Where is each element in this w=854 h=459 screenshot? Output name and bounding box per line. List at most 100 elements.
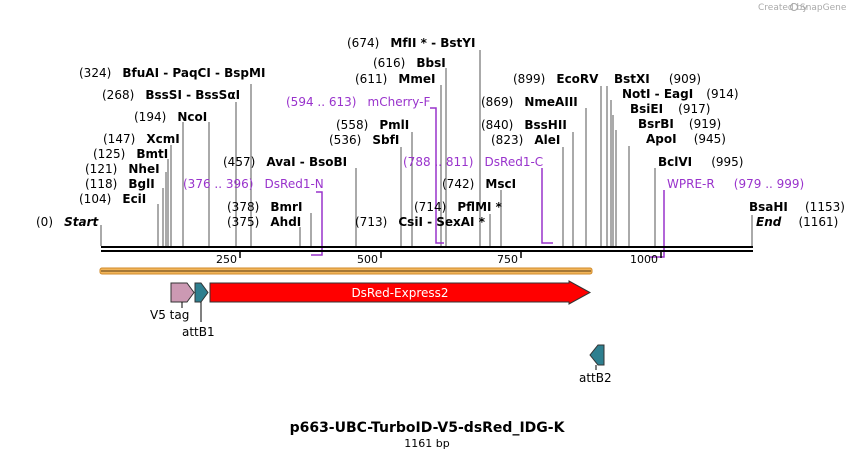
enzyme-name: MmeI: [398, 72, 435, 86]
enzyme-label[interactable]: (536) SbfI: [329, 129, 399, 148]
enzyme-pos: (118): [85, 177, 117, 191]
enzyme-label[interactable]: BsaHI (1153): [749, 196, 845, 215]
enzyme-label[interactable]: (674) MfII * - BstYI: [347, 32, 475, 51]
primer-range: (788 .. 811): [403, 155, 473, 169]
enzyme-pos: (121): [85, 162, 117, 176]
enzyme-label[interactable]: (611) MmeI: [355, 68, 435, 87]
enzyme-label[interactable]: BsrBI (919): [638, 113, 721, 132]
enzyme-label[interactable]: (457) AvaI - BsoBI: [223, 151, 347, 170]
enzyme-name: NheI: [128, 162, 159, 176]
enzyme-label[interactable]: (616) BbsI: [373, 52, 446, 71]
enzyme-pos: (616): [373, 56, 405, 70]
enzyme-pos: (1161): [798, 215, 838, 229]
enzyme-pos: (742): [442, 177, 474, 191]
snapgene-logo-icon: [790, 3, 798, 11]
enzyme-label[interactable]: (840) BssHII: [481, 114, 567, 133]
enzyme-label[interactable]: (268) BssSI - BssSαI: [102, 84, 240, 103]
enzyme-label[interactable]: (118) BglI: [85, 173, 155, 192]
enzyme-pos: (914): [706, 87, 738, 101]
enzyme-name: MscI: [485, 177, 516, 191]
ruler-tick-label: 250: [216, 253, 237, 266]
enzyme-label[interactable]: (869) NmeAIII: [481, 91, 578, 110]
enzyme-pos: (125): [93, 147, 125, 161]
attb1-arrow[interactable]: [194, 282, 209, 303]
ruler: 250 500 750 1000: [216, 251, 662, 266]
ruler-tick-label: 1000: [630, 253, 658, 266]
enzyme-label[interactable]: BclVI (995): [658, 151, 744, 170]
enzyme-name: BglI: [128, 177, 154, 191]
map-subtitle: 1161 bp: [404, 437, 449, 450]
primer-labels: (376 .. 396) DsRed1-N (594 .. 613) mCher…: [183, 91, 804, 192]
enzyme-name: XcmI: [146, 132, 179, 146]
primer-label[interactable]: (376 .. 396) DsRed1-N: [183, 173, 324, 192]
enzyme-label[interactable]: (714) PflMI *: [414, 196, 503, 215]
attb2-arrow[interactable]: [589, 344, 605, 366]
enzyme-pos: (147): [103, 132, 135, 146]
enzyme-name: PmlI: [379, 118, 409, 132]
enzyme-name: BmrI: [270, 200, 302, 214]
enzyme-label[interactable]: (378) BmrI: [227, 196, 302, 215]
enzyme-name: BfuAI - PaqCI - BspMI: [122, 66, 265, 80]
enzyme-pos: (536): [329, 133, 361, 147]
enzyme-name: BsiEI: [630, 102, 663, 116]
enzyme-label[interactable]: (375) AhdI: [227, 211, 301, 230]
enzyme-name: NmeAIII: [524, 95, 577, 109]
enzyme-pos: (995): [711, 155, 743, 169]
enzyme-name: ApoI: [646, 132, 677, 146]
enzyme-label[interactable]: (899) EcoRV: [513, 68, 599, 87]
credit-brand: SnapGene: [800, 3, 847, 13]
primer-label[interactable]: (594 .. 613) mCherry-F: [286, 91, 430, 110]
enzyme-pos: (324): [79, 66, 111, 80]
enzyme-label[interactable]: (558) PmlI: [336, 114, 409, 133]
enzyme-label[interactable]: NotI - EagI (914): [622, 83, 739, 102]
enzyme-name: PflMI *: [457, 200, 502, 214]
enzyme-pos: (899): [513, 72, 545, 86]
enzyme-name: BsaHI: [749, 200, 788, 214]
enzyme-label[interactable]: (823) AleI: [491, 129, 560, 148]
enzyme-label[interactable]: (194) NcoI: [134, 106, 207, 125]
enzyme-label[interactable]: (742) MscI: [442, 173, 516, 192]
primer-range: (376 .. 396): [183, 177, 253, 191]
primer-label[interactable]: WPRE-R (979 .. 999): [667, 173, 804, 192]
enzyme-label[interactable]: (104) EciI: [79, 188, 146, 207]
primer-name: DsRed1-N: [265, 177, 324, 191]
attb1-label: attB1: [182, 325, 215, 339]
enzyme-name: BssSI - BssSαI: [145, 88, 240, 102]
enzyme-pos: (919): [689, 117, 721, 131]
ruler-tick-label: 500: [357, 253, 378, 266]
enzyme-name: AhdI: [270, 215, 301, 229]
dsred-express2-arrow[interactable]: [209, 280, 592, 305]
enzyme-label[interactable]: (713) CsiI - SexAI *: [355, 211, 486, 230]
dsred-express2-label: DsRed-Express2: [351, 286, 448, 300]
enzyme-name: CsiI - SexAI *: [398, 215, 485, 229]
enzyme-pos: (945): [694, 132, 726, 146]
enzyme-name: EcoRV: [556, 72, 599, 86]
enzyme-pos: (714): [414, 200, 446, 214]
enzyme-name: AvaI - BsoBI: [266, 155, 347, 169]
enzyme-pos: (268): [102, 88, 134, 102]
enzyme-pos: (104): [79, 192, 111, 206]
enzyme-label[interactable]: ApoI (945): [646, 128, 726, 147]
enzyme-name: End: [756, 215, 782, 229]
primer-name: DsRed1-C: [485, 155, 544, 169]
enzyme-name: BmtI: [136, 147, 168, 161]
enzyme-pos: (869): [481, 95, 513, 109]
credit-text: Created by: [758, 3, 808, 13]
enzyme-label[interactable]: (125) BmtI: [93, 143, 168, 162]
enzyme-label[interactable]: (0) Start: [36, 211, 99, 230]
enzyme-name: EciI: [122, 192, 146, 206]
enzyme-pos: (909): [669, 72, 701, 86]
enzyme-pos: (457): [223, 155, 255, 169]
enzyme-label[interactable]: BstXI (909): [614, 68, 701, 87]
enzyme-label[interactable]: (147) XcmI: [103, 128, 180, 147]
enzyme-label[interactable]: BsiEI (917): [630, 98, 710, 117]
enzyme-label[interactable]: (121) NheI: [85, 158, 160, 177]
attb2-label: attB2: [579, 371, 612, 385]
v5-tag-arrow[interactable]: [170, 282, 195, 303]
enzyme-label[interactable]: End (1161): [756, 211, 838, 230]
primer-label[interactable]: (788 .. 811) DsRed1-C: [403, 151, 543, 170]
v5-tag-label: V5 tag: [150, 308, 189, 322]
enzyme-label[interactable]: (324) BfuAI - PaqCI - BspMI: [79, 62, 265, 81]
enzyme-name: BsrBI: [638, 117, 674, 131]
enzyme-name: NcoI: [177, 110, 207, 124]
